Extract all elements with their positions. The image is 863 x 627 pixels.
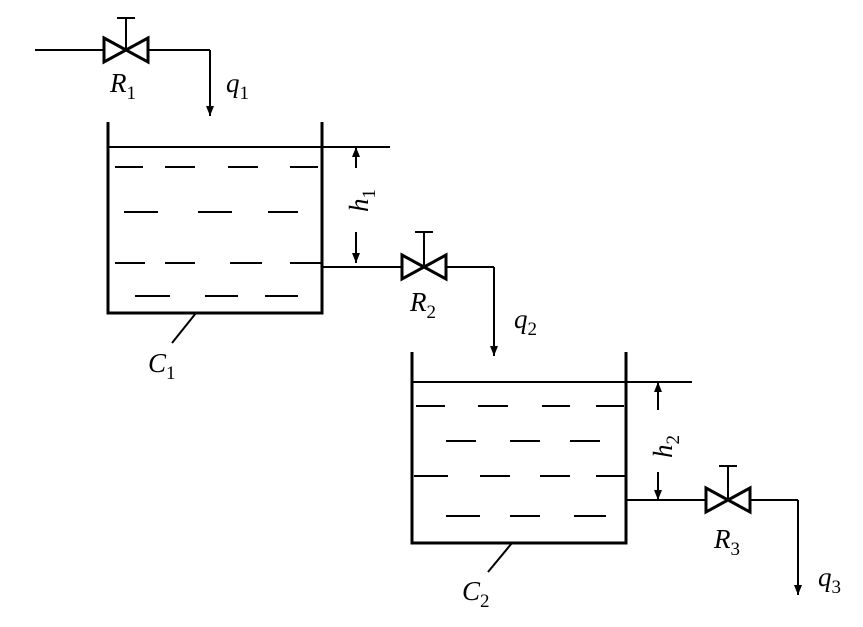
valve-r1 bbox=[102, 17, 150, 65]
label-c1: C1 bbox=[148, 348, 176, 384]
c1-leader-line bbox=[171, 312, 197, 344]
label-c2: C2 bbox=[462, 576, 490, 612]
pipe-tank2-outlet bbox=[626, 499, 802, 595]
label-h2: h2 bbox=[648, 435, 684, 458]
c2-leader-line bbox=[487, 542, 513, 573]
pipe-tank1-outlet bbox=[322, 266, 498, 356]
label-r2: R2 bbox=[409, 287, 436, 323]
valve-r2 bbox=[400, 231, 448, 282]
label-r1: R1 bbox=[109, 68, 136, 104]
label-q1: q1 bbox=[226, 68, 249, 104]
inlet-pipe bbox=[35, 49, 214, 116]
label-r3: R3 bbox=[713, 524, 740, 560]
tank-2 bbox=[410, 352, 692, 545]
label-h1: h1 bbox=[344, 189, 380, 212]
label-q2: q2 bbox=[514, 304, 537, 340]
tank-1 bbox=[106, 122, 390, 315]
label-q3: q3 bbox=[818, 562, 841, 598]
valve-r3 bbox=[704, 465, 752, 515]
